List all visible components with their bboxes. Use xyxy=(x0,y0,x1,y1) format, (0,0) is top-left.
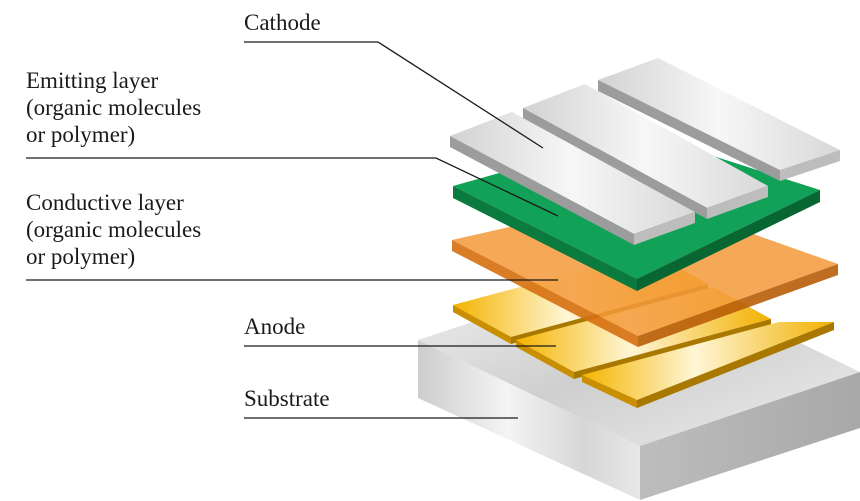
substrate-right-face xyxy=(640,372,860,500)
conductive-layer-label-line3: or polymer) xyxy=(26,244,135,269)
cathode-label: Cathode xyxy=(244,10,321,35)
emitting-layer-side xyxy=(637,190,820,291)
cathode-leader xyxy=(244,41,544,149)
conductive-layer-side xyxy=(638,264,838,347)
anode-strip xyxy=(582,322,834,408)
cathode-strips xyxy=(450,58,840,245)
cathode-strip xyxy=(523,84,768,219)
substrate-front-face xyxy=(418,340,640,500)
conductive-layer-front xyxy=(452,240,638,347)
emitting-layer-label-line2: (organic molecules xyxy=(26,95,201,120)
emitting-leader xyxy=(26,157,559,217)
substrate-label: Substrate xyxy=(244,386,330,411)
cathode-strip xyxy=(450,112,695,245)
emitting-layer-front xyxy=(453,186,637,291)
conductive-layer-label-line1: Conductive layer xyxy=(26,190,184,215)
emitting-layer-label-line1: Emitting layer xyxy=(26,68,159,93)
leader-lines xyxy=(26,41,559,419)
conductive-layer-label-line2: (organic molecules xyxy=(26,217,201,242)
emitting-layer-label-line3: or polymer) xyxy=(26,122,135,147)
anode-label: Anode xyxy=(244,314,305,339)
cathode-strip xyxy=(598,58,840,181)
